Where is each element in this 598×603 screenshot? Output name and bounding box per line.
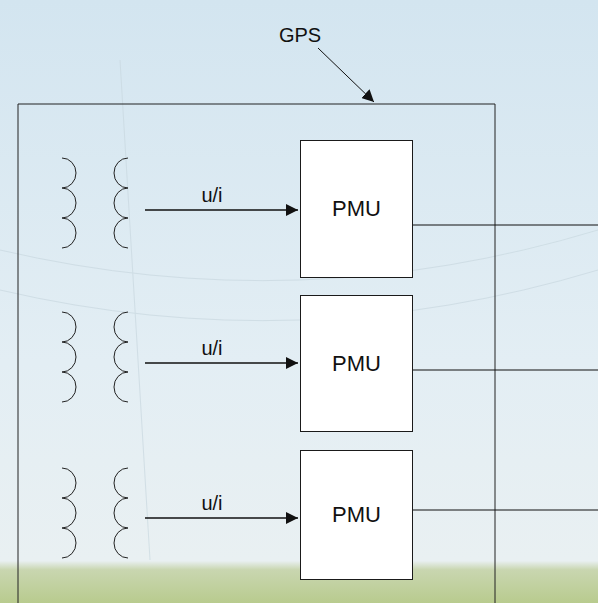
output-line (413, 225, 598, 226)
signal-label: u/i (201, 492, 222, 514)
faint-power-lines (0, 60, 598, 560)
signal-label: u/i (201, 184, 222, 206)
signal-arrow (145, 362, 298, 364)
box-label: PMU (332, 351, 381, 377)
output-line (413, 370, 598, 371)
gps-arrow (318, 48, 374, 102)
pmu-box: PMU (300, 295, 413, 432)
signal-arrow (145, 209, 298, 211)
box-label: PMU (332, 502, 381, 528)
signal-label: u/i (201, 337, 222, 359)
transformer-symbol (62, 312, 128, 402)
output-line (413, 510, 598, 511)
pmu-box: PMU (300, 140, 413, 278)
transformer-symbol (62, 468, 128, 558)
gps-label: GPS (279, 24, 321, 46)
substation-frame (18, 104, 495, 603)
signal-arrow (145, 517, 298, 519)
pmu-box: PMU (300, 450, 413, 580)
transformer-symbol (62, 158, 128, 248)
box-label: PMU (332, 196, 381, 222)
